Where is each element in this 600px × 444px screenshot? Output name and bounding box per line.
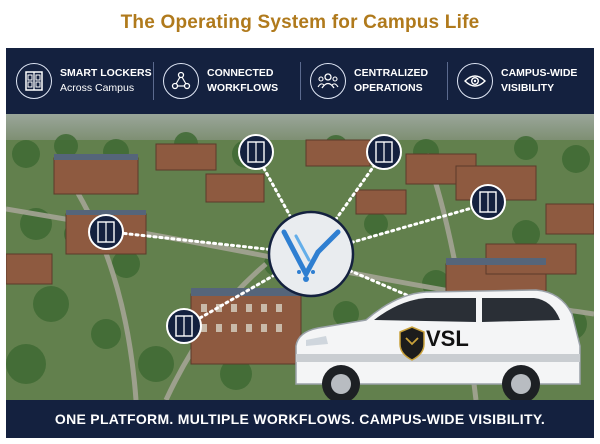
feature-subtitle: WORKFLOWS — [207, 82, 279, 94]
locker-node — [238, 134, 274, 170]
feature-title: SMART LOCKERS — [60, 67, 152, 79]
campus-scene: VSL — [6, 114, 594, 400]
feature-label: CAMPUS-WIDE VISIBILITY — [501, 66, 577, 96]
feature-subtitle: VISIBILITY — [501, 82, 555, 94]
locker-node — [166, 308, 202, 344]
network-icon — [163, 63, 199, 99]
feature-title: CONNECTED — [207, 67, 274, 79]
feature-subtitle: Across Campus — [60, 82, 135, 94]
feature-connected-workflows: CONNECTED WORKFLOWS — [153, 48, 300, 114]
feature-title: CENTRALIZED — [354, 67, 429, 79]
vehicle-label: VSL — [426, 326, 469, 351]
feature-smart-lockers: SMART LOCKERS Across Campus — [6, 48, 153, 114]
locker-icon — [16, 63, 52, 99]
feature-subtitle: OPERATIONS — [354, 82, 423, 94]
feature-label: CONNECTED WORKFLOWS — [207, 66, 278, 96]
people-icon — [310, 63, 346, 99]
feature-bar: SMART LOCKERS Across Campus CONNECTED WO… — [6, 48, 594, 114]
eye-icon — [457, 63, 493, 99]
page-title: The Operating System for Campus Life — [120, 12, 480, 33]
feature-label: SMART LOCKERS Across Campus — [60, 66, 152, 96]
feature-campus-wide-visibility: CAMPUS-WIDE VISIBILITY — [447, 48, 594, 114]
locker-node — [366, 134, 402, 170]
campus-illustration — [6, 114, 594, 400]
feature-label: CENTRALIZED OPERATIONS — [354, 66, 428, 96]
footer-tagline: ONE PLATFORM. MULTIPLE WORKFLOWS. CAMPUS… — [6, 400, 594, 438]
locker-node — [470, 184, 506, 220]
feature-title: CAMPUS-WIDE — [501, 67, 578, 79]
locker-node — [88, 214, 124, 250]
feature-centralized-operations: CENTRALIZED OPERATIONS — [300, 48, 447, 114]
vsl-vehicle — [295, 289, 581, 400]
v-logo-icon — [267, 210, 355, 298]
shield-icon — [399, 326, 425, 361]
